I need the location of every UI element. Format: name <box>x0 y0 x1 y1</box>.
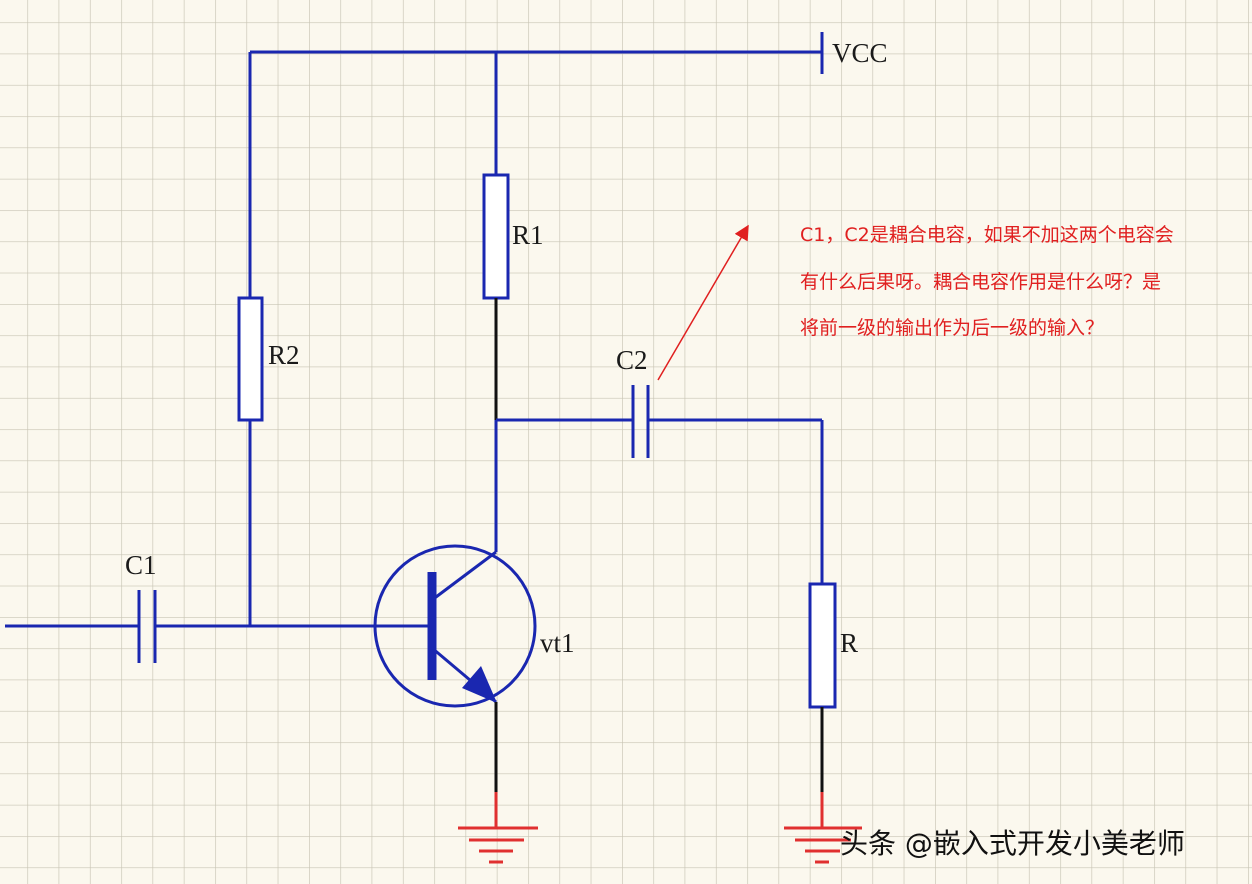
annotation-note: C1，C2是耦合电容，如果不加这两个电容会 有什么后果呀。耦合电容作用是什么呀？… <box>800 224 1174 339</box>
c2-branch <box>496 385 824 584</box>
input-branch <box>5 590 432 663</box>
ground-icon <box>784 792 862 864</box>
annotation-line-3: 将前一级的输出作为后一级的输入？ <box>800 317 1104 339</box>
c1-label: C1 <box>125 550 157 580</box>
r2-label: R2 <box>268 340 300 370</box>
r1-resistor <box>482 173 510 300</box>
vcc-rail <box>250 32 824 74</box>
vt1-label: vt1 <box>540 628 575 658</box>
annotation-arrow <box>657 224 749 381</box>
ground-icon <box>458 792 538 864</box>
transistor-vt1 <box>373 544 537 708</box>
watermark: 头条 @嵌入式开发小美老师 <box>840 827 1185 860</box>
annotation-line-2: 有什么后果呀。耦合电容作用是什么呀？是 <box>800 271 1161 293</box>
vcc-label: VCC <box>832 38 888 68</box>
emitter-arrow-icon <box>462 666 497 703</box>
r-load-resistor <box>808 582 837 709</box>
c2-label: C2 <box>616 345 648 375</box>
r1-label: R1 <box>512 220 544 250</box>
r2-resistor <box>237 296 264 422</box>
annotation-line-1: C1，C2是耦合电容，如果不加这两个电容会 <box>800 224 1174 246</box>
r-load-label: R <box>840 628 858 658</box>
